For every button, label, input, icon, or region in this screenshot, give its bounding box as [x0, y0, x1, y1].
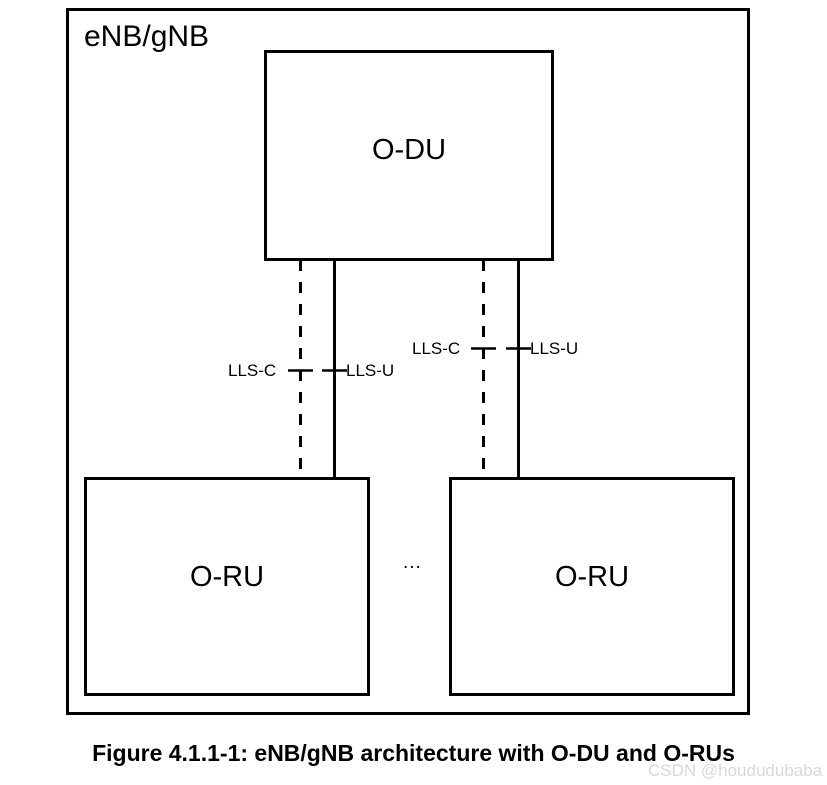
- o-du-box: [264, 50, 554, 261]
- o-ru-right-box: [449, 477, 735, 696]
- lls-c-left-label: LLS-C: [228, 361, 277, 380]
- o-ru-right-label: O-RU: [554, 561, 630, 593]
- lls-u-left-label: LLS-U: [346, 361, 395, 380]
- lls-u-right-label: LLS-U: [530, 339, 579, 358]
- csdn-watermark: CSDN @hoududubaba: [648, 761, 823, 780]
- o-ru-left-label: O-RU: [189, 561, 265, 593]
- o-ru-left-box: [84, 477, 370, 696]
- enb-gnb-label: eNB/gNB: [84, 20, 210, 53]
- figure-caption: Figure 4.1.1-1: eNB/gNB architecture wit…: [92, 740, 735, 766]
- o-ru-ellipsis: ...: [403, 552, 422, 573]
- lls-c-right-label: LLS-C: [412, 339, 461, 358]
- enb-gnb-container-box: [66, 8, 750, 715]
- o-du-label: O-DU: [371, 134, 447, 166]
